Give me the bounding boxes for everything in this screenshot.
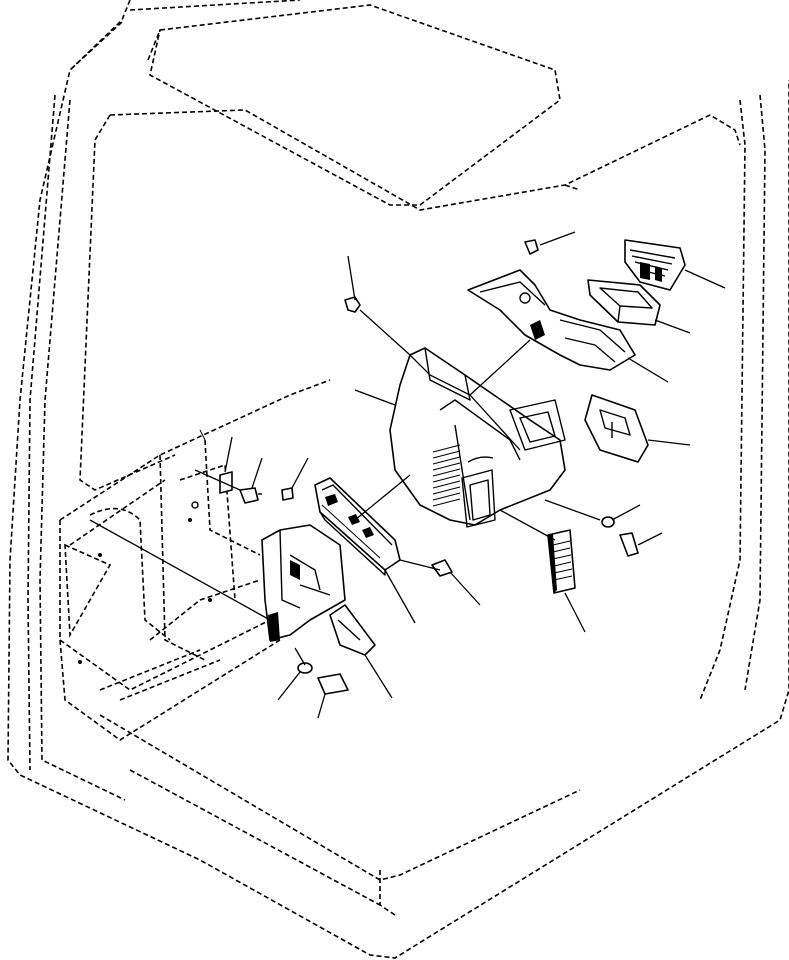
- roof-window: [147, 4, 561, 206]
- switch-bezel: [587, 279, 661, 326]
- left-wall-frame: [59, 379, 331, 741]
- side-vent-louver: [584, 394, 649, 463]
- washer: [297, 516, 615, 674]
- upper-console-cover: [467, 269, 636, 371]
- console-louvers: [432, 444, 461, 507]
- switch-panel: [624, 239, 686, 291]
- nut-fastener: [219, 471, 294, 501]
- front-window: [79, 109, 741, 491]
- vent-louver: [547, 529, 576, 594]
- lower-plate: [329, 604, 376, 656]
- console-cover: [389, 347, 566, 528]
- clip-fastener: [344, 239, 539, 313]
- mounting-bracket: [261, 524, 346, 642]
- leader-lines: [89, 231, 726, 719]
- cab-outline: [7, 0, 789, 959]
- bolt: [239, 487, 639, 695]
